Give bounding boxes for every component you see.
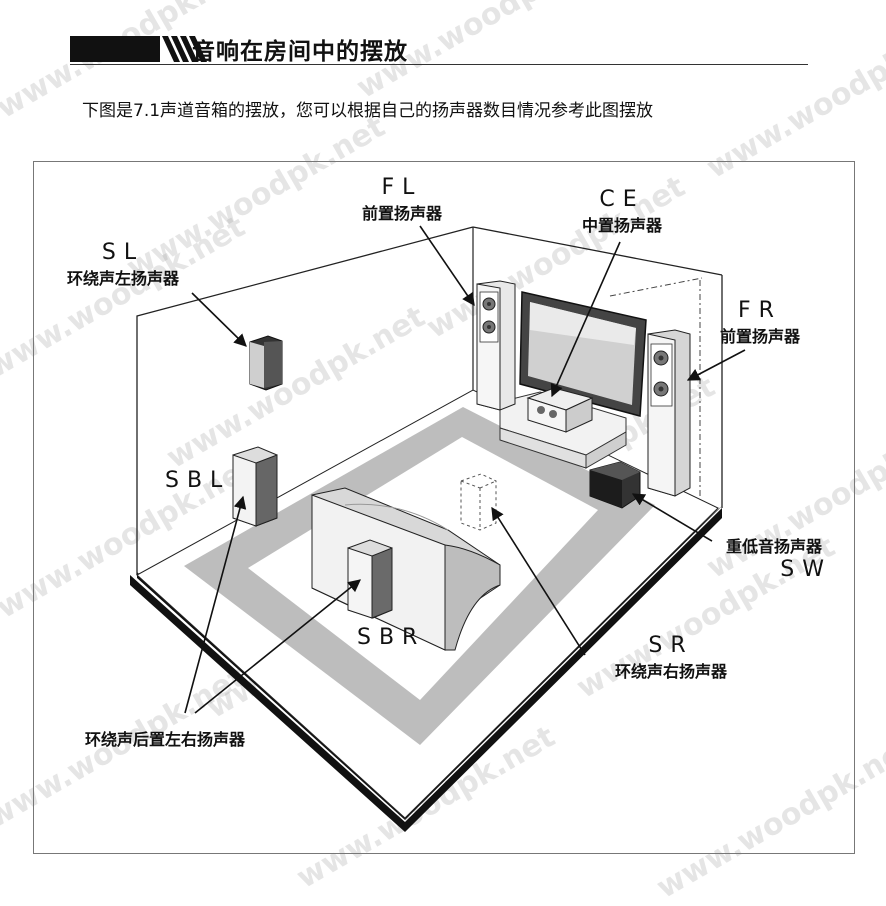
header-rule [70,64,808,65]
intro-text: 下图是7.1声道音箱的摆放，您可以根据自己的扬声器数目情况参考此图摆放 [82,101,654,121]
label-sw: 重低音扬声器 SW [712,533,836,582]
label-fr: FR 前置扬声器 [708,298,812,347]
arrow-sr [491,506,586,656]
label-ce: CE 中置扬声器 [572,187,672,236]
arrow-sw [631,493,713,542]
label-sb: 环绕声后置左右扬声器 [85,730,246,749]
sr-name: 环绕声右扬声器 [614,662,727,681]
section-header: 音响在房间中的摆放 [70,28,808,68]
page-title: 音响在房间中的摆放 [192,39,408,65]
sw-code: SW [780,557,832,582]
label-sbr: SBR [357,625,426,650]
arrow-fr [686,349,746,381]
fl-code: FL [381,175,423,200]
ce-code: CE [599,187,645,212]
label-fl: FL 前置扬声器 [352,175,452,224]
fr-name: 前置扬声器 [719,327,800,346]
fr-code: FR [738,298,782,323]
arrow-sbr [194,579,361,714]
sr-speaker-outline [460,473,497,531]
diagram-frame [33,161,855,854]
arrow-fl [419,225,475,307]
fl-name: 前置扬声器 [361,204,442,223]
sl-code: SL [101,240,145,265]
label-sbl: SBL [165,468,231,493]
ce-name: 中置扬声器 [581,216,662,235]
sl-name: 环绕声左扬声器 [66,269,179,288]
sw-name: 重低音扬声器 [725,537,822,556]
label-sl: SL 环绕声左扬声器 [48,240,198,289]
arrow-sbl [184,495,247,714]
label-sr: SR 环绕声右扬声器 [598,633,744,682]
header-bar [70,36,160,62]
arrow-sl [191,292,247,347]
room-diagram [130,225,746,832]
header-stripes [162,36,207,62]
arrow-ce [550,241,621,398]
left-wall [136,226,474,575]
sr-code: SR [648,633,694,658]
